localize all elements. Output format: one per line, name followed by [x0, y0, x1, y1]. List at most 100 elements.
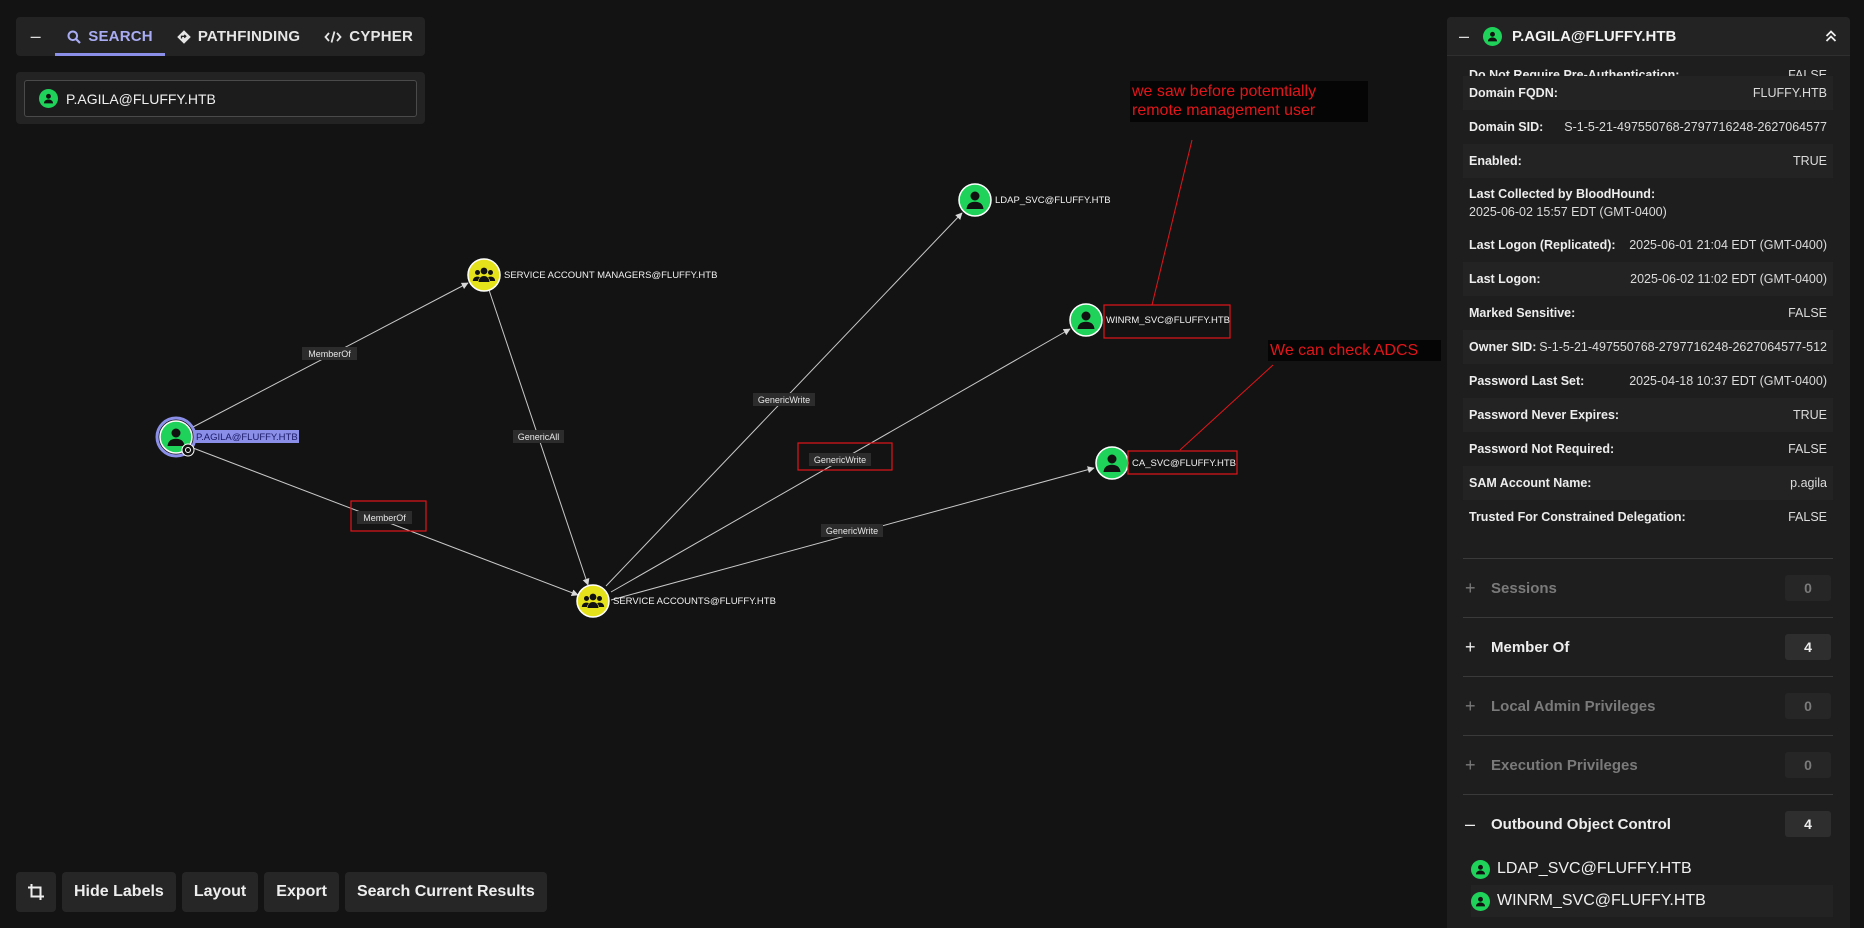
svg-text:GenericWrite: GenericWrite	[814, 455, 866, 465]
hide-labels-button[interactable]: Hide Labels	[62, 872, 176, 912]
svg-text:SERVICE ACCOUNTS@FLUFFY.HTB: SERVICE ACCOUNTS@FLUFFY.HTB	[613, 596, 776, 607]
svg-text:CA_SVC@FLUFFY.HTB: CA_SVC@FLUFFY.HTB	[1132, 458, 1236, 469]
tab-cypher[interactable]: CYPHER	[312, 17, 425, 56]
property-row: SAM Account Name:p.agila	[1463, 466, 1833, 500]
property-value: FALSE	[1788, 306, 1827, 320]
edge-label-memberof2[interactable]: MemberOf	[350, 500, 427, 532]
property-value: 2025-06-02 15:57 EDT (GMT-0400)	[1469, 205, 1667, 219]
edge-label-genericwrite-winrm[interactable]: GenericWrite	[797, 442, 893, 471]
property-value: S-1-5-21-497550768-2797716248-2627064577	[1564, 120, 1827, 134]
explore-tabbar: – SEARCH PATHFINDING CYPHER	[16, 17, 425, 56]
property-row: Password Not Required: FALSE	[1463, 432, 1833, 466]
graph-canvas[interactable]: MemberOf MemberOf GenericAll GenericWrit…	[0, 0, 1440, 928]
tab-pathfinding-label: PATHFINDING	[197, 28, 301, 45]
svg-text:GenericWrite: GenericWrite	[826, 526, 878, 536]
property-key: Owner SID:	[1469, 340, 1537, 354]
section-count: 4	[1785, 634, 1831, 660]
annotation-lines	[1151, 139, 1274, 451]
property-key: Password Never Expires:	[1469, 408, 1620, 422]
property-key: Last Logon (Replicated):	[1469, 238, 1616, 252]
node-winrm-svc[interactable]: WINRM_SVC@FLUFFY.HTB	[1069, 303, 1231, 339]
search-input[interactable]: P.AGILA@FLUFFY.HTB	[24, 80, 417, 117]
outbound-object-item[interactable]: LDAP_SVC@FLUFFY.HTB	[1471, 853, 1833, 885]
graph-toolbar: Hide Labels Layout Export Search Current…	[16, 872, 547, 912]
property-row: Last Collected by BloodHound: 2025-06-02 …	[1463, 178, 1833, 228]
crop-button[interactable]	[16, 872, 56, 912]
expand-icon: +	[1465, 577, 1476, 598]
property-value: FALSE	[1788, 68, 1827, 76]
section-label: Member Of	[1491, 638, 1570, 656]
section-label: Sessions	[1491, 579, 1557, 597]
node-service-accounts[interactable]: SERVICE ACCOUNTS@FLUFFY.HTB	[576, 584, 776, 618]
property-row: Do Not Require Pre-Authentication: FALSE	[1463, 56, 1833, 76]
double-chevron-up-icon[interactable]	[1824, 29, 1838, 43]
svg-text:LDAP_SVC@FLUFFY.HTB: LDAP_SVC@FLUFFY.HTB	[995, 195, 1111, 206]
property-row: Domain FQDN: FLUFFY.HTB	[1463, 76, 1833, 110]
property-key: Domain FQDN:	[1469, 86, 1558, 100]
entity-panel-header: – P.AGILA@FLUFFY.HTB	[1447, 17, 1850, 56]
svg-text:MemberOf: MemberOf	[363, 513, 406, 523]
section-sessions[interactable]: + Sessions 0	[1463, 558, 1833, 617]
search-input-value: P.AGILA@FLUFFY.HTB	[66, 90, 216, 107]
svg-text:GenericAll: GenericAll	[518, 432, 560, 442]
node-service-account-managers[interactable]: SERVICE ACCOUNT MANAGERS@FLUFFY.HTB	[467, 258, 717, 292]
property-key: Trusted For Constrained Delegation:	[1469, 510, 1686, 524]
property-value: 2025-06-02 11:02 EDT (GMT-0400)	[1630, 272, 1827, 286]
section-count: 0	[1785, 575, 1831, 601]
crop-icon	[28, 884, 44, 900]
property-value: 2025-04-18 10:37 EDT (GMT-0400)	[1629, 374, 1827, 388]
svg-text:GenericWrite: GenericWrite	[758, 395, 810, 405]
property-value: FALSE	[1788, 510, 1827, 524]
edge-label-genericwrite-ca[interactable]: GenericWrite	[821, 524, 883, 537]
export-button[interactable]: Export	[264, 872, 339, 912]
property-row: Enabled:TRUE	[1463, 144, 1833, 178]
user-icon	[1483, 26, 1502, 46]
property-value: 2025-06-01 21:04 EDT (GMT-0400)	[1629, 238, 1827, 252]
tab-search[interactable]: SEARCH	[55, 17, 165, 56]
collapse-search-button[interactable]: –	[30, 26, 41, 46]
section-execution-privileges[interactable]: + Execution Privileges 0	[1463, 735, 1833, 794]
outbound-object-item[interactable]: WINRM_SVC@FLUFFY.HTB	[1471, 885, 1833, 917]
search-current-results-button[interactable]: Search Current Results	[344, 872, 547, 912]
property-key: Last Collected by BloodHound:	[1469, 187, 1656, 201]
property-row: Domain SID:S-1-5-21-497550768-2797716248…	[1463, 110, 1833, 144]
edge-label-genericall[interactable]: GenericAll	[513, 430, 564, 443]
property-key: Password Last Set:	[1469, 374, 1585, 388]
collapse-panel-button[interactable]: –	[1459, 25, 1470, 46]
property-value: FALSE	[1788, 442, 1827, 456]
tab-pathfinding[interactable]: PATHFINDING	[165, 17, 312, 56]
annotation-note-ca: We can check ADCS	[1268, 340, 1441, 361]
property-value: FLUFFY.HTB	[1752, 86, 1827, 100]
property-key: Last Logon:	[1469, 272, 1541, 286]
section-local-admin-privileges[interactable]: + Local Admin Privileges 0	[1463, 676, 1833, 735]
edge-label-genericwrite-ldap[interactable]: GenericWrite	[753, 393, 815, 406]
section-count: 4	[1785, 811, 1831, 837]
layout-button[interactable]: Layout	[181, 872, 259, 912]
node-ldap-svc[interactable]: LDAP_SVC@FLUFFY.HTB	[958, 183, 1111, 217]
section-label: Local Admin Privileges	[1491, 697, 1656, 715]
section-label: Outbound Object Control	[1491, 815, 1671, 833]
svg-text:SERVICE ACCOUNT MANAGERS@FLUFF: SERVICE ACCOUNT MANAGERS@FLUFFY.HTB	[504, 270, 717, 281]
section-member-of[interactable]: + Member Of 4	[1463, 617, 1833, 676]
property-row: Owner SID:S-1-5-21-497550768-2797716248-…	[1463, 330, 1833, 364]
edge-label-memberof1[interactable]: MemberOf	[302, 347, 357, 360]
user-icon	[39, 89, 58, 108]
node-ca-svc[interactable]: CA_SVC@FLUFFY.HTB	[1095, 446, 1238, 480]
svg-text:WINRM_SVC@FLUFFY.HTB: WINRM_SVC@FLUFFY.HTB	[1106, 315, 1230, 326]
section-count: 0	[1785, 752, 1831, 778]
property-key: Password Not Required:	[1469, 442, 1615, 456]
entity-panel: – P.AGILA@FLUFFY.HTB Do Not Require Pre-…	[1447, 17, 1850, 928]
tab-cypher-label: CYPHER	[349, 28, 413, 45]
expand-icon: +	[1465, 636, 1476, 657]
entity-title: P.AGILA@FLUFFY.HTB	[1512, 27, 1677, 45]
object-properties: Do Not Require Pre-Authentication: FALSE…	[1463, 56, 1833, 534]
property-key: Do Not Require Pre-Authentication:	[1469, 68, 1680, 76]
section-outbound-object-control[interactable]: – Outbound Object Control 4	[1463, 794, 1833, 853]
user-icon	[1471, 891, 1490, 911]
node-p-agila[interactable]: P.AGILA@FLUFFY.HTB	[155, 416, 299, 458]
property-row: Password Never Expires:TRUE	[1463, 398, 1833, 432]
directions-icon	[177, 29, 191, 44]
section-label: Execution Privileges	[1491, 756, 1638, 774]
annotation-note-winrm: we saw before potemtially remote managem…	[1130, 81, 1368, 122]
